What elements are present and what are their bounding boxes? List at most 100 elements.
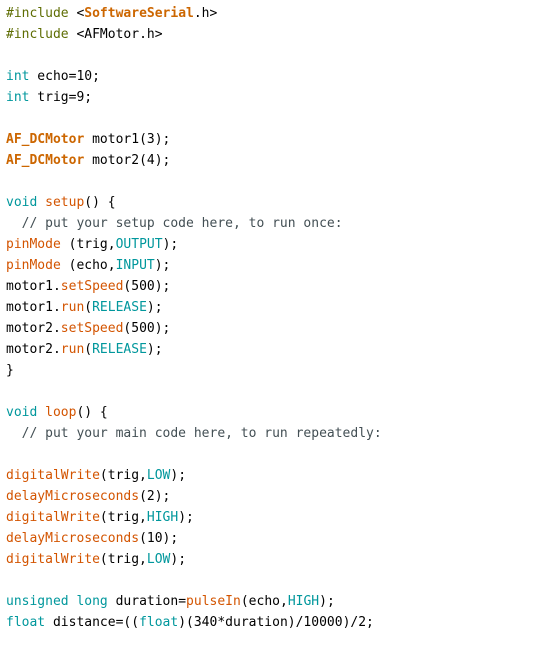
code-token-lib: SoftwareSerial: [84, 6, 194, 21]
code-token-plain: motor2.: [6, 342, 61, 357]
code-line-empty[interactable]: [6, 570, 536, 591]
code-area[interactable]: #include <SoftwareSerial.h>#include <AFM…: [6, 3, 536, 633]
code-token-fn: digitalWrite: [6, 510, 100, 525]
code-token-const: INPUT: [115, 258, 155, 273]
code-token-plain: (500);: [123, 321, 171, 336]
code-token-plain: );: [162, 237, 179, 252]
code-token-plain: (2);: [139, 489, 171, 504]
code-token-plain: (: [84, 342, 93, 357]
code-token-plain: (trig,: [99, 552, 147, 567]
code-token-const: HIGH: [146, 510, 179, 525]
code-token-directive: #include: [6, 6, 77, 21]
code-line[interactable]: delayMicroseconds(2);: [6, 486, 536, 507]
code-token-const: LOW: [146, 468, 171, 483]
code-token-fn: pulseIn: [186, 594, 241, 609]
code-token-kw: int: [6, 69, 30, 84]
code-token-kw: void: [6, 195, 38, 210]
code-token-plain: );: [319, 594, 335, 609]
code-token-type: AF_DCMotor: [6, 153, 85, 168]
code-token-plain: duration=: [107, 594, 187, 609]
code-token-fn: pinMode: [6, 258, 61, 273]
code-line-empty[interactable]: [6, 45, 536, 66]
code-token-kw: unsigned: [6, 594, 69, 609]
code-line[interactable]: // put your main code here, to run repea…: [6, 423, 536, 444]
code-line[interactable]: unsigned long duration=pulseIn(echo,HIGH…: [6, 591, 536, 612]
code-line[interactable]: float distance=((float)(340*duration)/10…: [6, 612, 536, 633]
code-line[interactable]: delayMicroseconds(10);: [6, 528, 536, 549]
code-line[interactable]: AF_DCMotor motor1(3);: [6, 129, 536, 150]
code-line[interactable]: #include <SoftwareSerial.h>: [6, 3, 536, 24]
code-line[interactable]: digitalWrite(trig,HIGH);: [6, 507, 536, 528]
code-line[interactable]: #include <AFMotor.h>: [6, 24, 536, 45]
code-token-plain: (10);: [139, 531, 179, 546]
code-line-empty[interactable]: [6, 108, 536, 129]
code-token-plain: () {: [84, 195, 116, 210]
code-line[interactable]: AF_DCMotor motor2(4);: [6, 150, 536, 171]
code-token-plain: }: [6, 363, 14, 378]
code-token-kw: void: [6, 405, 38, 420]
code-token-plain: );: [170, 468, 187, 483]
code-token-plain: )(340*duration)/10000)/2;: [178, 615, 374, 630]
code-token-fn: loop: [45, 405, 77, 420]
code-line-empty[interactable]: [6, 444, 536, 465]
code-token-plain: (trig,: [99, 468, 147, 483]
code-line[interactable]: digitalWrite(trig,LOW);: [6, 549, 536, 570]
code-token-kw: long: [76, 594, 108, 609]
code-line[interactable]: // put your setup code here, to run once…: [6, 213, 536, 234]
code-token-plain: <: [76, 6, 85, 21]
code-token-plain: motor2.: [6, 321, 61, 336]
code-token-kw: int: [6, 90, 30, 105]
code-token-plain: () {: [76, 405, 108, 420]
code-token-plain: trig=9;: [29, 90, 93, 105]
code-line[interactable]: motor2.run(RELEASE);: [6, 339, 536, 360]
code-token-const: OUTPUT: [115, 237, 163, 252]
code-token-plain: distance=((: [45, 615, 140, 630]
code-token-plain: (: [84, 300, 93, 315]
code-line[interactable]: motor1.setSpeed(500);: [6, 276, 536, 297]
code-line[interactable]: motor1.run(RELEASE);: [6, 297, 536, 318]
code-token-const: LOW: [146, 552, 171, 567]
code-token-plain: );: [170, 552, 187, 567]
code-token-kw: float: [139, 615, 179, 630]
code-line[interactable]: pinMode (trig,OUTPUT);: [6, 234, 536, 255]
code-token-plain: );: [146, 342, 163, 357]
code-line-empty[interactable]: [6, 381, 536, 402]
code-token-plain: motor1(3);: [84, 132, 171, 147]
code-token-fn: pinMode: [6, 237, 61, 252]
code-token-plain: );: [146, 300, 163, 315]
code-token-fn: digitalWrite: [6, 468, 100, 483]
code-line[interactable]: pinMode (echo,INPUT);: [6, 255, 536, 276]
code-token-plain: (echo,: [60, 258, 116, 273]
code-line[interactable]: void loop() {: [6, 402, 536, 423]
code-token-fn: run: [60, 300, 85, 315]
code-token-fn: digitalWrite: [6, 552, 100, 567]
code-token-plain: <AFMotor.h>: [76, 27, 163, 42]
code-line-empty[interactable]: [6, 171, 536, 192]
code-token-kw: float: [6, 615, 46, 630]
code-token-const: RELEASE: [92, 300, 147, 315]
code-token-type: AF_DCMotor: [6, 132, 85, 147]
code-token-comment: // put your setup code here, to run once…: [6, 216, 343, 231]
code-token-plain: motor2(4);: [84, 153, 171, 168]
code-line[interactable]: motor2.setSpeed(500);: [6, 318, 536, 339]
code-token-const: RELEASE: [92, 342, 147, 357]
code-token-fn: delayMicroseconds: [6, 531, 140, 546]
code-line[interactable]: digitalWrite(trig,LOW);: [6, 465, 536, 486]
code-token-plain: );: [154, 258, 171, 273]
code-line[interactable]: int trig=9;: [6, 87, 536, 108]
code-token-plain: [37, 195, 45, 210]
code-token-plain: );: [178, 510, 194, 525]
code-token-directive: #include: [6, 27, 77, 42]
code-token-comment: // put your main code here, to run repea…: [6, 426, 382, 441]
code-line[interactable]: }: [6, 360, 536, 381]
code-token-fn: delayMicroseconds: [6, 489, 140, 504]
code-line[interactable]: int echo=10;: [6, 66, 536, 87]
code-token-plain: (500);: [123, 279, 171, 294]
code-token-plain: motor1.: [6, 279, 61, 294]
code-token-plain: (trig,: [60, 237, 116, 252]
code-token-fn: run: [60, 342, 85, 357]
code-line[interactable]: void setup() {: [6, 192, 536, 213]
code-token-fn: setSpeed: [60, 279, 124, 294]
code-token-fn: setup: [45, 195, 85, 210]
